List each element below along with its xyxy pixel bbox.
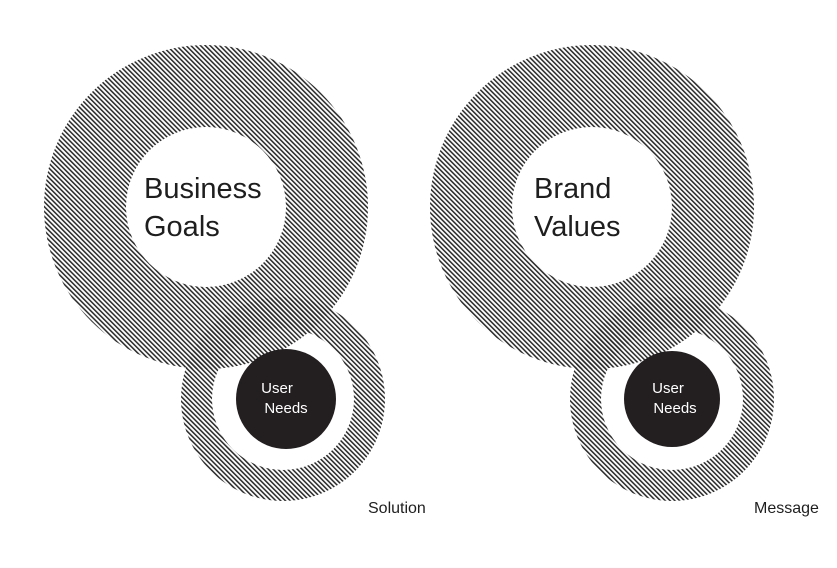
user-needs-core-right [624,351,720,447]
brand-values-ring [430,45,754,369]
business-goals-label-line1: Business [144,173,262,205]
user-needs-label-right-line1: User [652,380,684,397]
business-goals-label-line2: Goals [144,211,220,243]
brand-values-label-line1: Brand [534,173,611,205]
user-needs-core-left [236,349,336,449]
message-diagram: Brand Values User Needs Message [430,45,819,517]
user-needs-label-left-line2: Needs [264,400,307,417]
message-caption: Message [754,500,819,517]
user-needs-label-right-line2: Needs [653,400,696,417]
solution-caption: Solution [368,500,426,517]
user-needs-label-left-line1: User [261,380,293,397]
business-goals-ring [44,45,368,369]
brand-values-label-line2: Values [534,211,621,243]
solution-diagram: Business Goals User Needs Solution [44,45,426,517]
